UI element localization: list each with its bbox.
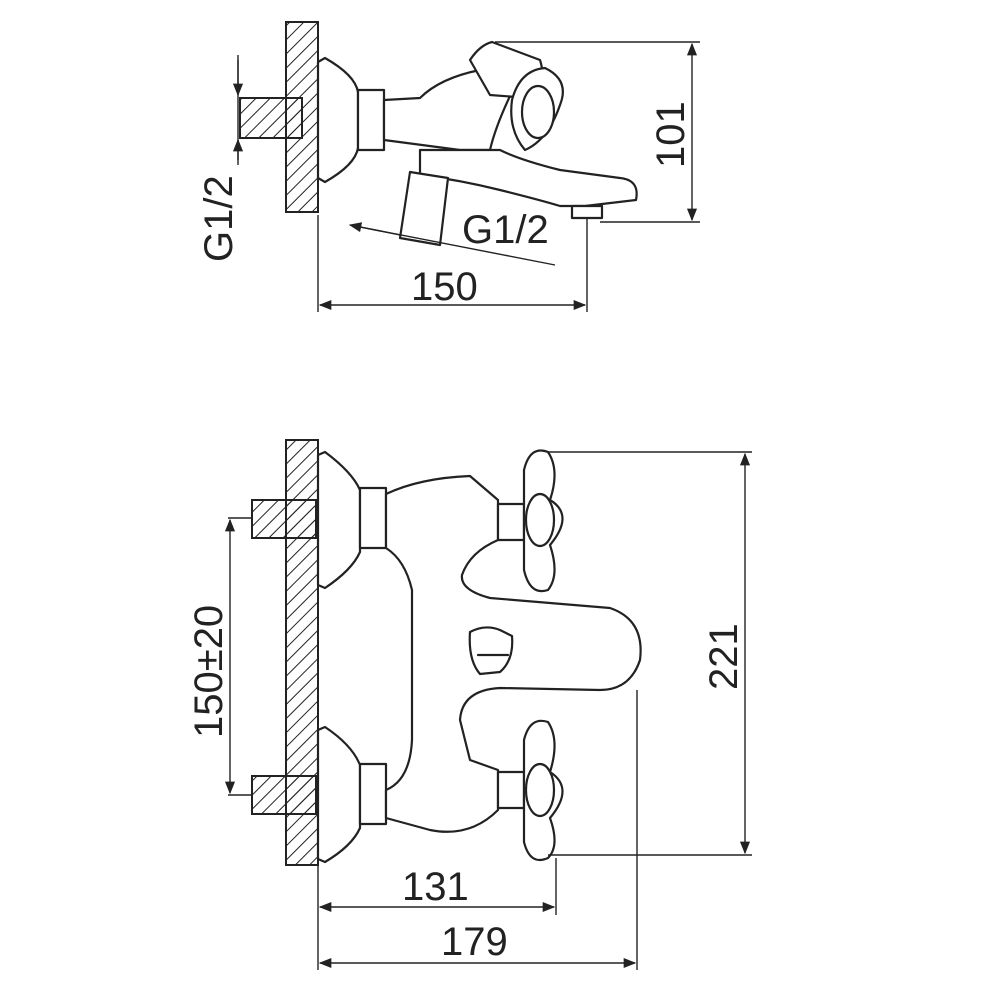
spout-top <box>418 148 638 208</box>
dim-label-101: 101 <box>649 101 693 168</box>
thread-label-outlet: G1/2 <box>462 208 549 252</box>
handle-cap-lower <box>524 762 556 818</box>
handle-stem-lower <box>496 770 526 810</box>
dim-label-179: 179 <box>441 920 508 964</box>
dim-label-131: 131 <box>402 865 469 909</box>
escutcheon-upper <box>316 450 362 590</box>
escutcheon-top <box>316 56 360 184</box>
aerator-top <box>570 204 604 220</box>
handle-cap-upper <box>524 492 556 548</box>
inlet-pipe-lower <box>251 775 317 815</box>
dim-label-221: 221 <box>702 623 746 690</box>
diverter-knob <box>468 626 514 676</box>
dim-label-150-top: 150 <box>411 265 478 309</box>
handle-stem-upper <box>496 502 526 542</box>
front-view: 150±20 221 131 179 <box>187 439 752 970</box>
thread-label-inlet: G1/2 <box>197 175 241 262</box>
mixer-body-front <box>384 474 642 833</box>
top-view: G1/2 G1/2 150 101 <box>197 21 700 312</box>
diverter-top <box>398 170 450 247</box>
escutcheon-lower <box>316 725 362 864</box>
inlet-pipe-upper <box>251 499 317 539</box>
eccentric-nut-top <box>356 88 386 152</box>
inlet-pipe-top <box>239 97 303 139</box>
handle-cap-top <box>520 84 556 140</box>
dim-label-150-20: 150±20 <box>187 605 231 738</box>
nut-lower <box>358 762 388 826</box>
nut-upper <box>358 486 388 550</box>
